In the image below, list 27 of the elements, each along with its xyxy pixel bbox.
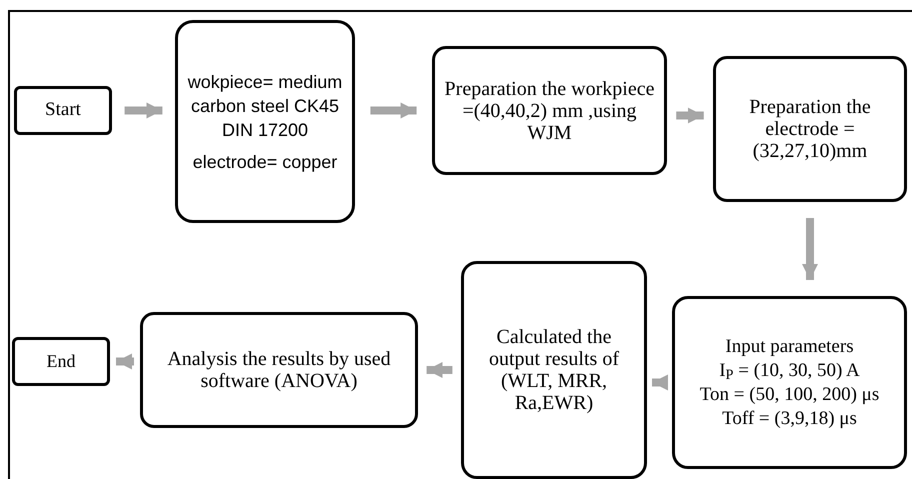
- block-arrow: [802, 218, 818, 280]
- box-text: I$_{P}$ = (10, 30, 50) A: [719, 360, 860, 380]
- process-box: [713, 56, 907, 202]
- process-box: [12, 337, 110, 386]
- process-box: [432, 46, 667, 175]
- process-box: [140, 312, 418, 428]
- box-text: Preparation the electrode = (32,27,10)mm: [748, 96, 872, 162]
- box-text: Calculated the output results of (WLT, MRR, Ra,EWR): [488, 326, 620, 414]
- block-arrow: [116, 354, 134, 370]
- box-text: electrode= copper: [192, 150, 338, 174]
- box-text: End: [46, 350, 76, 373]
- box-text: Start: [45, 98, 81, 122]
- box-text: Ton = (50, 100, 200) μs: [700, 384, 880, 404]
- block-arrow: [676, 108, 704, 124]
- box-text: Analysis the results by used software (ANOVA): [166, 348, 392, 392]
- process-box: [461, 261, 647, 479]
- process-box: [14, 86, 112, 135]
- block-arrow: [426, 362, 452, 378]
- process-box: [672, 296, 907, 469]
- block-arrow: [652, 374, 668, 390]
- block-arrow: [370, 102, 417, 118]
- box-text: Toff = (3,9,18) μs: [722, 408, 857, 428]
- box-text: wokpiece= medium carbon steel CK45 DIN 17200: [186, 70, 344, 142]
- box-text: Input parameters: [725, 336, 854, 356]
- block-arrow: [124, 102, 162, 118]
- process-box: [175, 20, 355, 223]
- box-text: Preparation the workpiece =(40,40,2) mm ,using WJM: [444, 78, 656, 144]
